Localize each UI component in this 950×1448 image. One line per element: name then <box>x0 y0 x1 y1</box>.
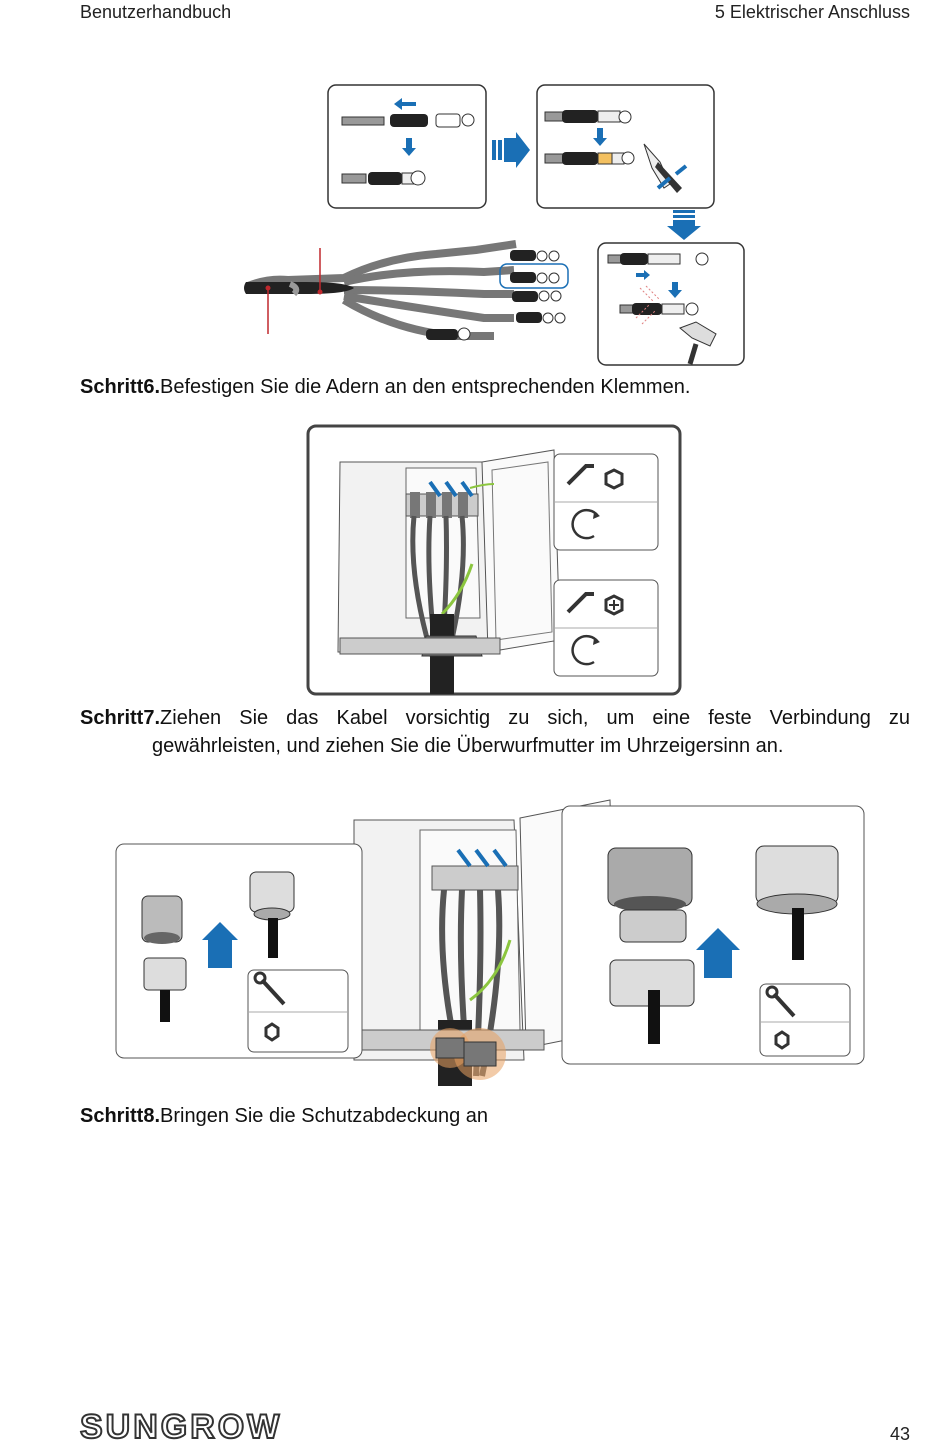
terminal-connection-figure <box>306 424 682 696</box>
step-8: Schritt8.Bringen Sie die Schutzabdeckung… <box>80 1102 910 1130</box>
torque-card-screw <box>553 579 659 677</box>
step-6: Schritt6.Befestigen Sie die Adern an den… <box>80 373 910 401</box>
step-7-line2: gewährleisten, und ziehen Sie die Überwu… <box>152 735 784 757</box>
step-6-label: Schritt6. <box>80 376 161 398</box>
rotate-icon <box>571 508 600 540</box>
hex-nut-icon <box>264 1022 280 1042</box>
cable-harness-diagram <box>244 240 569 341</box>
gland-detail-left <box>115 843 363 1059</box>
hex-nut-icon <box>604 468 624 490</box>
heat-gun-icon <box>607 252 717 365</box>
running-header-left: Benutzerhandbuch <box>80 2 232 22</box>
step-7-line1: Ziehen Sie das Kabel vorsichtig zu sich,… <box>160 707 910 729</box>
page-number: 43 <box>889 1424 910 1444</box>
arrow-icon <box>667 210 701 240</box>
allen-key-icon <box>566 592 594 614</box>
wrench-icon <box>253 971 286 1006</box>
gland-detail-right <box>561 805 865 1065</box>
strip-wire-diagram <box>341 98 475 186</box>
step-8-text: Bringen Sie die Schutzabdeckung an <box>160 1105 489 1127</box>
sungrow-logo: SUNGROW <box>79 1407 283 1447</box>
crimp-tool-icon <box>544 110 688 193</box>
step-7-label: Schritt7. <box>80 707 161 729</box>
arrow-icon <box>696 928 740 978</box>
cabinet-drawing <box>337 449 561 694</box>
crimp-procedure-figure <box>244 84 745 366</box>
hex-nut-icon <box>774 1030 790 1050</box>
arrow-icon <box>492 132 530 168</box>
step-7: Schritt7.Ziehen Sie das Kabel vorsichtig… <box>80 704 910 760</box>
wrench-icon <box>765 985 796 1018</box>
torque-card-hex <box>553 453 659 551</box>
running-header-right: 5 Elektrischer Anschluss <box>714 2 910 22</box>
arrow-icon <box>202 922 238 968</box>
step-8-label: Schritt8. <box>80 1105 161 1127</box>
step-6-text: Befestigen Sie die Adern an den entsprec… <box>160 376 691 398</box>
cable-gland-figure <box>115 799 865 1086</box>
screw-icon <box>604 594 624 616</box>
rotate-icon <box>571 634 600 666</box>
allen-key-icon <box>566 464 594 486</box>
